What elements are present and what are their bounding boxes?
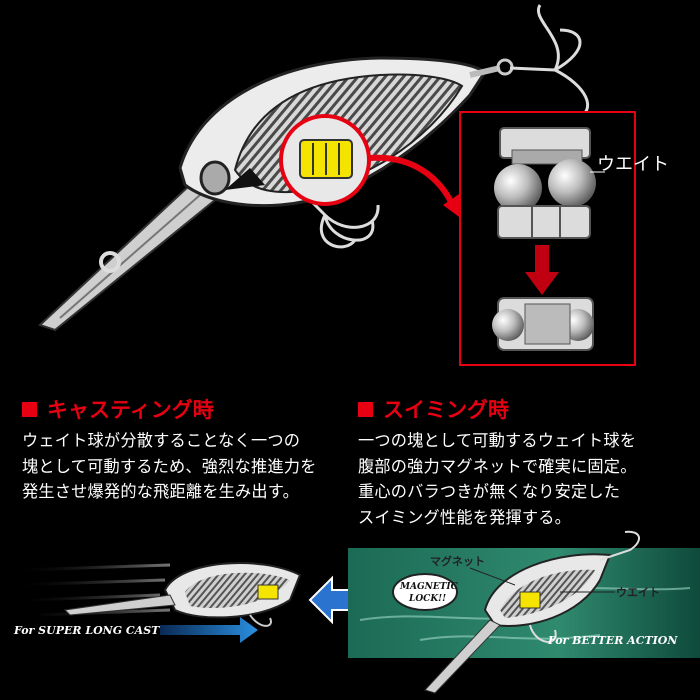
heading-square-icon <box>358 401 373 417</box>
left-caption: For SUPER LONG CAST <box>14 624 160 637</box>
swimming-line: 重心のバラつきが無くなり安定した <box>358 482 621 501</box>
swimming-heading: スイミング時 <box>358 394 509 424</box>
bottom-illustrations <box>9 530 700 694</box>
casting-line: 発生させ爆発的な飛距離を生み出す。 <box>22 482 299 501</box>
swimming-description: 一つの塊として可動するウェイト球を 腹部の強力マグネットで確実に固定。 重心のバ… <box>358 428 637 530</box>
swimming-line: スイミング性能を発揮する。 <box>358 507 572 527</box>
weight-ball <box>548 159 596 207</box>
casting-description: ウェイト球が分散することなく一つの 塊として可動するため、強烈な推進力を 発生さ… <box>22 428 317 505</box>
casting-line: ウェイト球が分散することなく一つの <box>22 431 301 450</box>
weight-label: ウエイト <box>597 154 669 175</box>
weight-ball <box>494 164 542 212</box>
swimming-line: 一つの塊として可動するウェイト球を <box>358 431 637 450</box>
casting-heading: キャスティング時 <box>22 394 214 424</box>
right-weight-label: ウエイト <box>616 586 660 599</box>
down-arrow <box>535 245 549 275</box>
swimming-line: 腹部の強力マグネットで確実に固定。 <box>358 456 637 476</box>
lure-illustration <box>38 4 636 366</box>
badge-text-line1: MAGNETIC <box>400 582 458 592</box>
belly-hook <box>308 198 380 249</box>
speed-arrow <box>160 617 258 643</box>
pointer-arrow <box>367 154 458 212</box>
lure-eye <box>199 160 231 196</box>
magnetic-lock-badge <box>392 573 458 611</box>
right-caption: For BETTER ACTION <box>548 634 678 647</box>
weight-ball <box>492 309 524 341</box>
rear-hook <box>509 4 589 122</box>
magnet-label: マグネット <box>430 555 485 568</box>
heading-square-icon <box>22 401 37 417</box>
casting-line: 塊として可動するため、強烈な推進力を <box>22 456 317 476</box>
badge-text-line2: LOCK!! <box>409 594 447 604</box>
line-eye <box>99 251 121 273</box>
tail-ring <box>469 65 501 78</box>
